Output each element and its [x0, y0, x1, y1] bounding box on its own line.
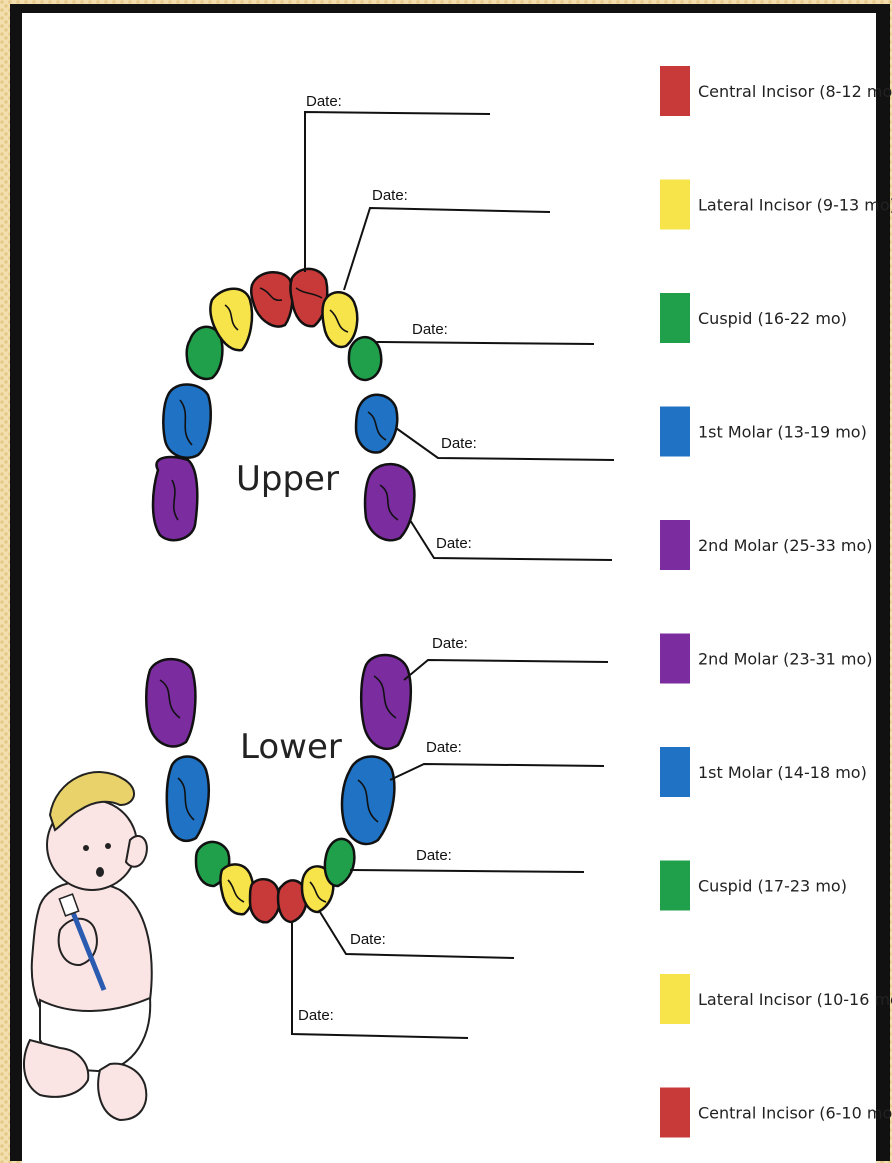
legend-swatch [660, 634, 690, 684]
date-label: Date: [412, 321, 448, 338]
upper-jaw-label: Upper [236, 459, 339, 499]
legend-label: Lateral Incisor (9-13 mo) [698, 196, 892, 215]
legend-swatch [660, 407, 690, 457]
legend-label: Central Incisor (8-12 mo) [698, 82, 892, 101]
legend-swatch [660, 974, 690, 1024]
date-label: Date: [306, 93, 342, 110]
lower-arch [146, 655, 411, 922]
legend-label: Central Incisor (6-10 mo) [698, 1104, 892, 1123]
legend-label: Lateral Incisor (10-16 mo) [698, 990, 892, 1009]
date-label: Date: [350, 931, 386, 948]
date-label: Date: [432, 635, 468, 652]
legend-label: 1st Molar (13-19 mo) [698, 423, 867, 442]
upper-left-central-incisor [251, 272, 292, 326]
legend-item: Lateral Incisor (10-16 mo) [660, 974, 892, 1024]
legend: Central Incisor (8-12 mo) Lateral Incisor… [660, 66, 892, 1138]
legend-label: 1st Molar (14-18 mo) [698, 763, 867, 782]
lower-right-cuspid [325, 839, 355, 886]
legend-swatch [660, 747, 690, 797]
legend-item: 1st Molar (13-19 mo) [660, 407, 867, 457]
date-label: Date: [441, 435, 477, 452]
baby-illustration [24, 772, 152, 1120]
legend-item: Central Incisor (8-12 mo) [660, 66, 892, 116]
date-label: Date: [298, 1007, 334, 1024]
legend-label: Cuspid (16-22 mo) [698, 309, 847, 328]
lower-jaw-label: Lower [240, 727, 342, 767]
upper-arch [153, 269, 414, 540]
legend-item: Central Incisor (6-10 mo) [660, 1088, 892, 1138]
legend-label: Cuspid (17-23 mo) [698, 877, 847, 896]
legend-swatch [660, 180, 690, 230]
legend-swatch [660, 520, 690, 570]
legend-item: 2nd Molar (23-31 mo) [660, 634, 873, 684]
lower-left-central-incisor [250, 879, 280, 922]
upper-right-lateral-incisor [323, 292, 358, 347]
legend-label: 2nd Molar (23-31 mo) [698, 650, 873, 669]
legend-swatch [660, 293, 690, 343]
lower-left-1st-molar [167, 756, 209, 840]
date-label: Date: [436, 535, 472, 552]
legend-item: 2nd Molar (25-33 mo) [660, 520, 873, 570]
lower-right-1st-molar [342, 757, 394, 844]
legend-swatch [660, 861, 690, 911]
legend-swatch [660, 1088, 690, 1138]
legend-item: Lateral Incisor (9-13 mo) [660, 180, 892, 230]
upper-right-cuspid [349, 337, 381, 380]
upper-left-1st-molar [163, 384, 210, 457]
lower-date-lines: Date: Date: Date: Date: Date: [292, 635, 608, 1038]
legend-item: 1st Molar (14-18 mo) [660, 747, 867, 797]
legend-label: 2nd Molar (25-33 mo) [698, 536, 873, 555]
date-label: Date: [372, 187, 408, 204]
lower-right-2nd-molar [361, 655, 411, 749]
upper-right-2nd-molar [365, 464, 414, 540]
legend-item: Cuspid (17-23 mo) [660, 861, 847, 911]
legend-item: Cuspid (16-22 mo) [660, 293, 847, 343]
lower-left-lateral-incisor [221, 864, 254, 914]
date-label: Date: [416, 847, 452, 864]
date-label: Date: [426, 739, 462, 756]
legend-swatch [660, 66, 690, 116]
upper-right-1st-molar [356, 395, 397, 453]
